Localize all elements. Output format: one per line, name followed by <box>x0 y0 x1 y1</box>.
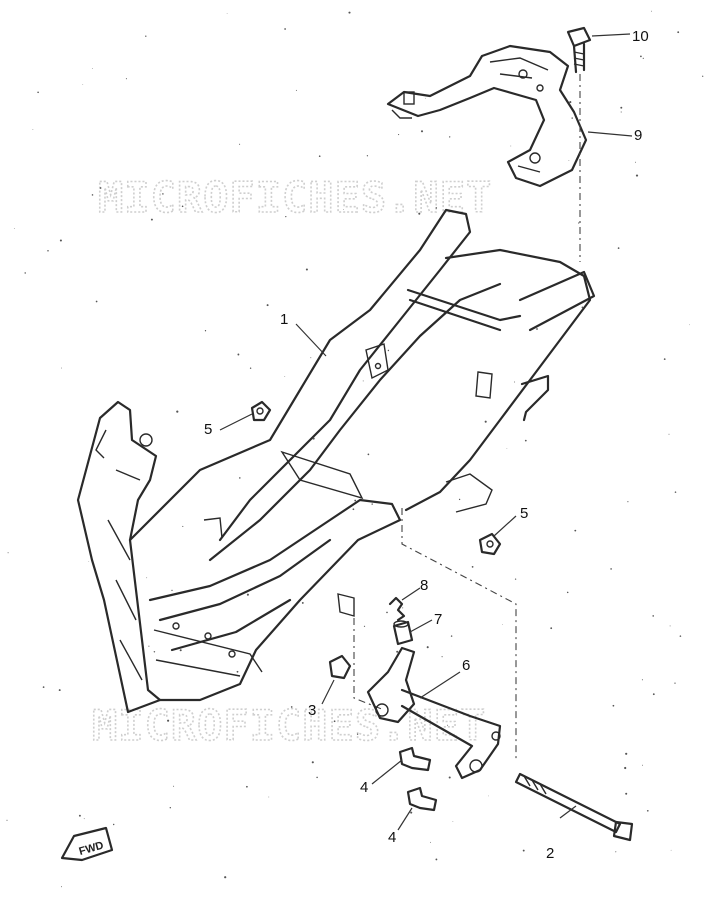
callout-9: 9 <box>634 127 642 144</box>
callout-4-upper: 4 <box>360 779 368 796</box>
stud-part-4-lower <box>406 786 438 812</box>
callout-2: 2 <box>546 845 554 862</box>
mount-part-5-lower <box>478 532 502 556</box>
mount-part-5-upper <box>250 400 272 422</box>
callout-8: 8 <box>420 577 428 594</box>
forward-direction-arrow: FWD <box>60 826 114 862</box>
damper-part-3 <box>328 654 352 680</box>
callout-5-left: 5 <box>204 421 212 438</box>
callout-leaders <box>219 33 633 831</box>
seat-bracket-part <box>386 44 588 188</box>
main-frame-part <box>76 208 596 714</box>
long-bolt-part-2 <box>514 772 634 842</box>
callout-4-lower: 4 <box>388 829 396 846</box>
callout-6: 6 <box>462 657 470 674</box>
watermark-bottom: MICROFICHES.NET <box>92 701 486 750</box>
callout-1: 1 <box>280 311 288 328</box>
stud-part-4-upper <box>398 746 432 772</box>
assembly-line-engine-mount <box>353 508 517 760</box>
callout-7: 7 <box>434 611 442 628</box>
watermark-top: MICROFICHES.NET <box>98 173 492 222</box>
spring-part-8 <box>388 596 406 622</box>
collar-part-7 <box>392 620 414 646</box>
bolt-part-10 <box>566 26 592 74</box>
scan-speckles <box>6 10 704 888</box>
callout-3: 3 <box>308 702 316 719</box>
engine-bracket-part-6 <box>366 646 502 780</box>
callout-10: 10 <box>632 28 649 45</box>
fwd-label: FWD <box>78 840 105 858</box>
callout-5-right: 5 <box>520 505 528 522</box>
